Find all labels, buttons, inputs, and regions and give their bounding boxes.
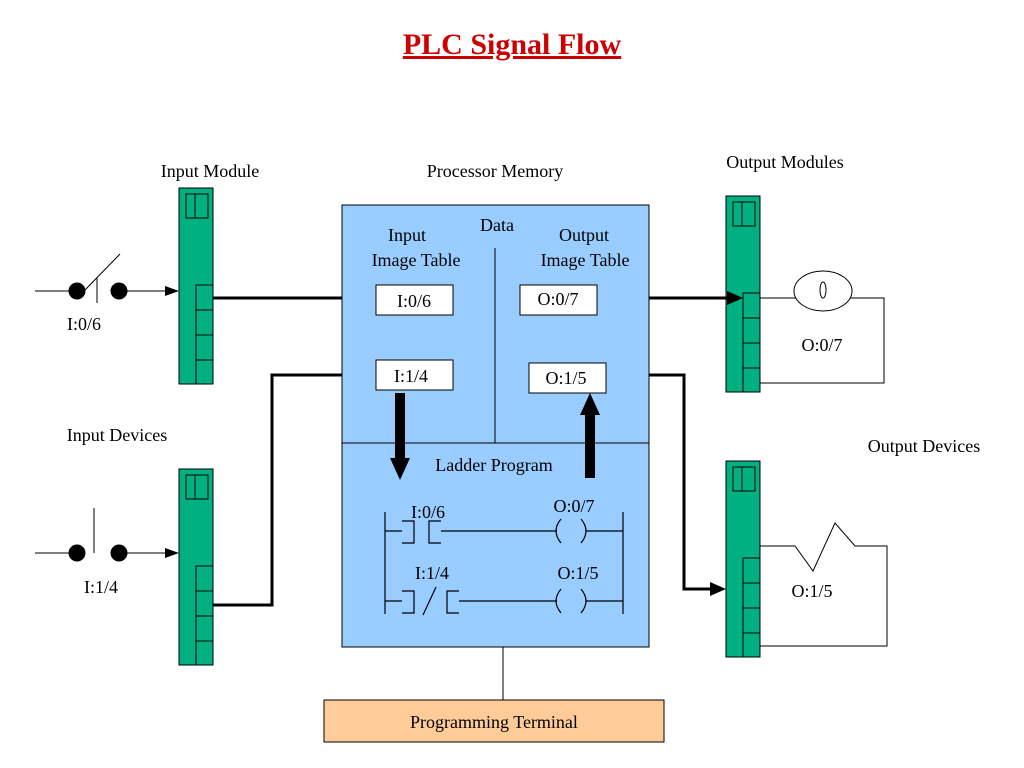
switch-lever bbox=[83, 253, 121, 292]
input-module-2 bbox=[178, 468, 214, 666]
processor-memory-label: Processor Memory bbox=[427, 161, 563, 181]
input-module-label: Input Module bbox=[161, 161, 260, 181]
data-label: Data bbox=[480, 215, 514, 235]
output-device-coil bbox=[760, 522, 888, 647]
arrow-right-icon bbox=[165, 286, 179, 296]
processor-memory: Data Input Image Table Output Image Tabl… bbox=[341, 204, 650, 648]
output-modules-label: Output Modules bbox=[726, 152, 844, 172]
input-device-label: I:1/4 bbox=[84, 577, 118, 597]
input-image-bit-box bbox=[375, 284, 454, 316]
output-image-table-label: Image Table bbox=[541, 250, 630, 270]
module-status-window bbox=[185, 474, 209, 500]
ladder-diagram bbox=[384, 512, 624, 616]
ladder-contact-label: I:0/6 bbox=[411, 502, 445, 522]
arrow-right-icon bbox=[727, 291, 743, 305]
down-arrow-icon bbox=[390, 393, 410, 480]
ladder-coil-label: O:1/5 bbox=[557, 563, 598, 583]
input-image-bit-label: I:1/4 bbox=[394, 366, 428, 386]
module-status-window bbox=[732, 466, 756, 492]
arrow-right-icon bbox=[165, 548, 179, 558]
coil-left bbox=[555, 518, 562, 544]
ladder-contact-label: I:1/4 bbox=[415, 563, 449, 583]
output-devices-label: Output Devices bbox=[868, 436, 980, 456]
coil-left bbox=[555, 588, 562, 614]
module-status-window bbox=[732, 201, 756, 227]
programming-terminal-box bbox=[323, 699, 665, 743]
output-device-circuit bbox=[760, 522, 888, 647]
output-image-bit-box bbox=[519, 284, 598, 316]
input-device-switch-2 bbox=[35, 508, 179, 562]
signal-wires bbox=[213, 296, 730, 607]
output-device-label: O:1/5 bbox=[791, 581, 832, 601]
contact-left-bracket bbox=[402, 520, 415, 544]
lamp-filament bbox=[819, 281, 827, 299]
input-device-label: I:0/6 bbox=[67, 314, 101, 334]
lamp-icon bbox=[793, 270, 853, 312]
input-device-switch-1 bbox=[35, 253, 179, 303]
input-image-table-label: Input bbox=[388, 225, 426, 245]
up-arrow-icon bbox=[580, 393, 600, 478]
switch-contact-dot bbox=[68, 282, 86, 300]
programming-terminal-label: Programming Terminal bbox=[410, 712, 578, 732]
input-image-table-label: Image Table bbox=[372, 250, 461, 270]
output-device-label: O:0/7 bbox=[801, 335, 842, 355]
switch-contact-dot bbox=[68, 544, 86, 562]
normally-closed-slash bbox=[422, 586, 437, 616]
contact-right-bracket bbox=[428, 520, 441, 544]
input-devices-label: Input Devices bbox=[67, 425, 167, 445]
module-status-window bbox=[185, 193, 209, 219]
ladder-coil-label: O:0/7 bbox=[553, 496, 594, 516]
wire-memory-to-output-2 bbox=[649, 373, 713, 591]
contact-right-bracket bbox=[446, 590, 459, 614]
page-title: PLC Signal Flow bbox=[403, 28, 622, 61]
contact-left-bracket bbox=[402, 590, 415, 614]
input-module-1 bbox=[178, 187, 214, 385]
ladder-program-label: Ladder Program bbox=[435, 455, 552, 475]
output-image-table-label: Output bbox=[559, 225, 609, 245]
input-image-bit-label: I:0/6 bbox=[397, 291, 431, 311]
wire-input-2-to-memory bbox=[213, 373, 342, 607]
arrow-right-icon bbox=[710, 582, 726, 596]
output-image-bit-label: O:1/5 bbox=[545, 368, 586, 388]
output-module-2 bbox=[725, 460, 761, 658]
input-image-bit-box bbox=[375, 359, 454, 391]
output-image-bit-label: O:0/7 bbox=[537, 289, 578, 309]
output-image-bit-box bbox=[528, 362, 607, 394]
output-device-lamp bbox=[760, 270, 885, 384]
